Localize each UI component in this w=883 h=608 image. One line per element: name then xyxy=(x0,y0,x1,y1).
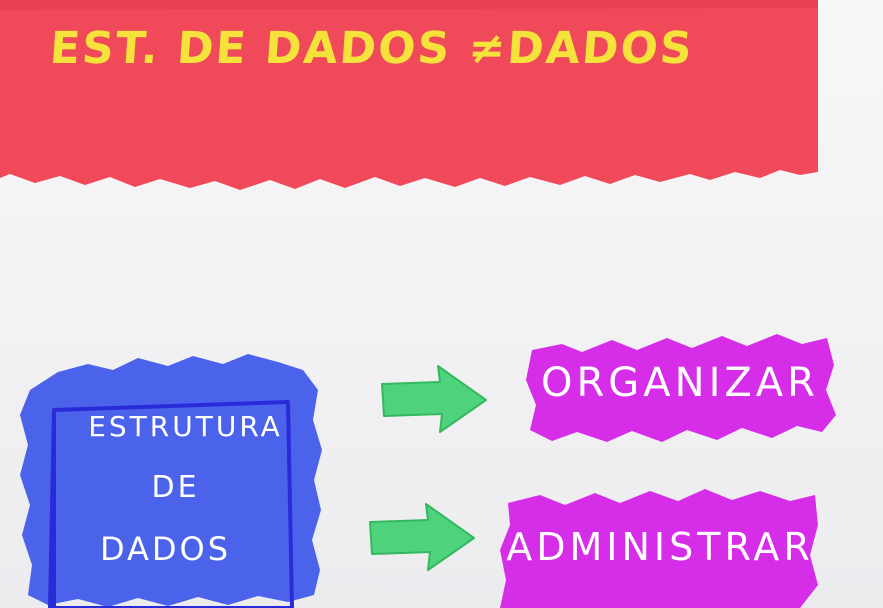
title-banner: EST. DE DADOS ≠DADOS xyxy=(0,0,818,190)
organize-text: ORGANIZAR xyxy=(541,360,819,406)
blue-marker-fill xyxy=(20,354,322,608)
structure-line-2: DE xyxy=(151,470,200,505)
right-arrow-icon xyxy=(369,503,475,571)
structure-line-1: ESTRUTURA xyxy=(88,410,283,443)
organize-label: ORGANIZAR xyxy=(522,320,838,446)
data-structure-box: ESTRUTURA DE DADOS xyxy=(18,350,323,608)
right-arrow-icon xyxy=(381,365,487,433)
structure-line-3: DADOS xyxy=(99,530,232,568)
page-title: EST. DE DADOS ≠DADOS xyxy=(48,23,696,74)
administer-text: ADMINISTRAR xyxy=(506,524,814,569)
magenta-marker-fill xyxy=(526,334,836,442)
administer-label: ADMINISTRAR xyxy=(500,485,820,608)
magenta-marker-fill xyxy=(500,489,818,608)
banner-marker-fill xyxy=(0,0,818,190)
